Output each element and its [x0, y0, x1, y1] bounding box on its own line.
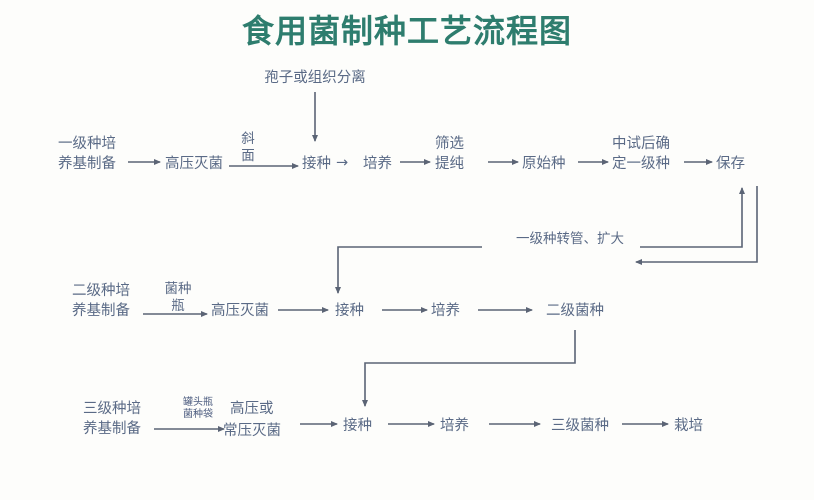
- node-row1-screen-line1: 筛选: [435, 135, 464, 152]
- node-row1-pilot-line1: 中试后确: [612, 135, 670, 152]
- edge-row1-inoculate-to-culture-glyph: →: [336, 155, 348, 171]
- node-row1-culture: 培养: [363, 155, 392, 172]
- node-row2-spawn: 二级菌种: [546, 302, 604, 319]
- node-spore-isolation: 孢子或组织分离: [264, 69, 366, 86]
- node-row1-medium-line2: 养基制备: [58, 155, 116, 172]
- node-row3-culture: 培养: [440, 417, 469, 434]
- node-row3-inoculate: 接种: [343, 417, 372, 434]
- node-row3-sterilize-line2: 常压灭菌: [223, 422, 281, 439]
- node-row1-screen-line2: 提纯: [435, 155, 464, 172]
- edge-label-spawn-bottle-line1: 菌种: [165, 281, 192, 297]
- node-row2-culture: 培养: [431, 302, 460, 319]
- node-row2-sterilize: 高压灭菌: [211, 302, 269, 319]
- node-row1-sterilize: 高压灭菌: [165, 155, 223, 172]
- edge-connector-to-row2-inoculate: [335, 246, 482, 294]
- edge-label-jar-bag-line1: 罐头瓶: [183, 395, 213, 408]
- edge-store-down-return: [635, 186, 758, 265]
- node-row2-inoculate: 接种: [335, 302, 364, 319]
- edge-row2-spawn-to-row3-inoculate: [362, 330, 576, 407]
- node-row3-medium-line1: 三级种培: [83, 400, 141, 417]
- edge-label-slant-line2: 面: [241, 148, 255, 164]
- node-row3-spawn: 三级菌种: [551, 417, 609, 434]
- edge-label-transfer-expand: 一级种转管、扩大: [516, 231, 624, 247]
- node-row1-original: 原始种: [522, 155, 566, 172]
- node-row1-store: 保存: [716, 155, 745, 172]
- node-row1-medium-line1: 一级种培: [58, 135, 116, 152]
- node-row1-pilot-line2: 定一级种: [612, 155, 670, 172]
- node-row3-cultivate: 栽培: [674, 417, 703, 434]
- edge-label-jar-bag-line2: 菌种袋: [183, 407, 213, 420]
- edge-label-spawn-bottle-line2: 瓶: [171, 298, 185, 314]
- node-row3-medium-line2: 养基制备: [83, 420, 141, 437]
- edge-connector-to-store: [640, 187, 745, 248]
- node-row3-sterilize-line1: 高压或: [230, 400, 274, 417]
- node-row2-medium-line2: 养基制备: [72, 302, 130, 319]
- page-title: 食用菌制种工艺流程图: [242, 12, 572, 50]
- edge-label-slant-line1: 斜: [241, 131, 255, 147]
- node-row2-medium-line1: 二级种培: [72, 282, 130, 299]
- node-row1-inoculate: 接种: [302, 155, 331, 172]
